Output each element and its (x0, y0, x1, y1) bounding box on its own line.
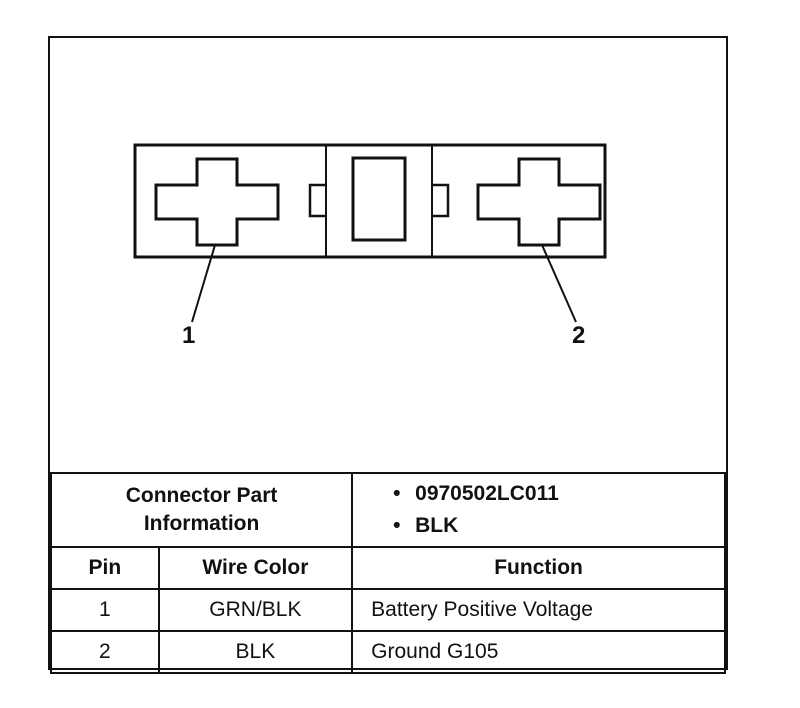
cell-function: Ground G105 (351, 630, 726, 674)
connector-part-row: Connector Part Information •0970502LC011… (49, 472, 726, 548)
connector-part-label-line2: Information (143, 512, 260, 535)
connector-part-label-line1: Connector Part (125, 484, 278, 507)
pin-2-label: 2 (572, 322, 586, 349)
connector-part-item: •0970502LC011 (393, 482, 559, 505)
header-function: Function (351, 546, 726, 590)
center-latch (308, 183, 450, 218)
connector-body (133, 143, 607, 259)
connector-figure-frame: 1 2 Connector Part Information •0970502L… (48, 36, 728, 674)
connector-info-table: Connector Part Information •0970502LC011… (49, 472, 726, 674)
table-row: 2 BLK Ground G105 (50, 630, 726, 674)
table-header-row: Pin Wire Color Function (50, 546, 726, 590)
cell-pin: 2 (50, 630, 160, 674)
table-row: 1 GRN/BLK Battery Positive Voltage (50, 588, 726, 632)
header-pin: Pin (50, 546, 160, 590)
cell-wire-color: GRN/BLK (157, 588, 354, 632)
cell-function: Battery Positive Voltage (351, 588, 726, 632)
connector-part-item: •BLK (393, 514, 459, 537)
cell-wire-color: BLK (157, 630, 354, 674)
connector-part-values: •0970502LC011 •BLK (351, 472, 726, 548)
pin-1-leader (191, 244, 216, 323)
cell-pin: 1 (50, 588, 160, 632)
connector-diagram: 1 2 (50, 38, 726, 472)
pin-1-label: 1 (182, 322, 196, 349)
header-wire-color: Wire Color (157, 546, 354, 590)
connector-face-drawing (133, 143, 607, 323)
cavity-2 (476, 157, 602, 247)
center-key (351, 156, 407, 242)
cavity-1 (154, 157, 280, 247)
pin-2-leader (541, 244, 577, 323)
connector-part-label: Connector Part Information (49, 472, 354, 548)
